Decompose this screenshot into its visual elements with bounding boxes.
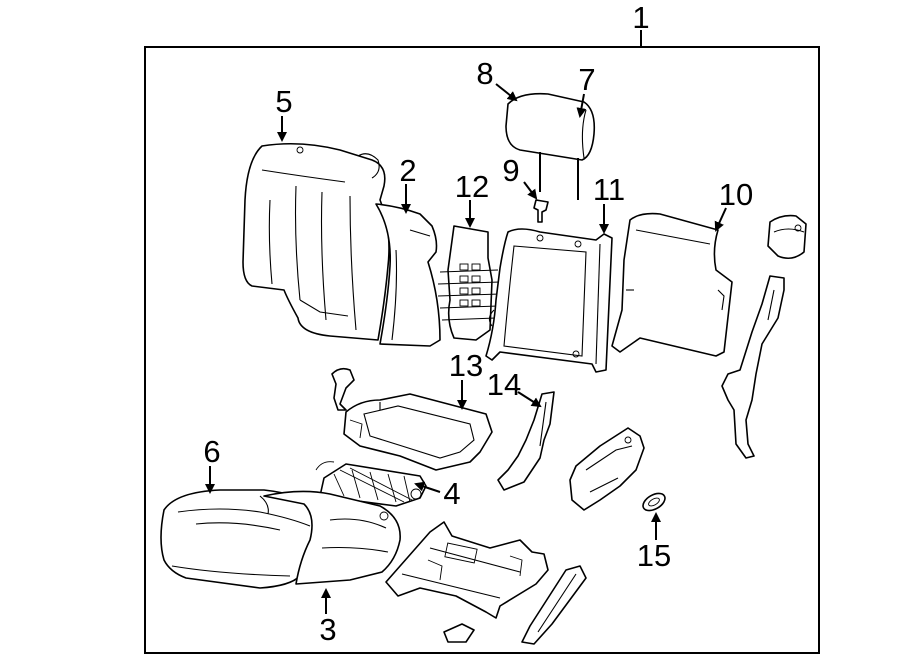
- handle-knob: [331, 367, 355, 411]
- part-11-seatback-frame: [485, 228, 613, 373]
- callout-11: 11: [593, 172, 625, 207]
- callout-14: 14: [487, 367, 521, 402]
- callout-13: 13: [449, 348, 483, 383]
- callout-7: 7: [578, 62, 595, 97]
- part-12-lumbar-support: [437, 225, 501, 341]
- callout-15: 15: [637, 538, 671, 573]
- recliner-latch-bracket: [721, 275, 785, 459]
- callout-1: 1: [632, 0, 649, 35]
- part-4-spring-grid: [315, 461, 427, 507]
- callout-12: 12: [455, 169, 489, 204]
- leader-4: [414, 481, 441, 493]
- part-2-seatback-trim: [375, 203, 441, 347]
- callout-3: 3: [319, 612, 336, 647]
- part-10-back-panel: [611, 212, 733, 357]
- callout-8: 8: [476, 56, 493, 91]
- leader-14: [517, 391, 542, 408]
- leader-9: [523, 181, 538, 200]
- recliner-cover-cap: [767, 214, 807, 260]
- callout-10: 10: [719, 177, 753, 212]
- part-14-side-shield: [497, 391, 555, 491]
- assembly-frame: [144, 46, 820, 654]
- leader-8: [495, 83, 518, 102]
- part-9-headrest-guide: [533, 199, 549, 223]
- seat-adjuster: [385, 521, 549, 619]
- part-15-grommet: [642, 492, 666, 512]
- part-3-cushion-pad: [263, 490, 401, 585]
- part-13-cushion-frame: [343, 393, 493, 471]
- callout-4: 4: [443, 476, 460, 511]
- recliner-cover: [569, 427, 645, 511]
- leader-7: [576, 93, 587, 118]
- part-5-seatback-cushion: [242, 142, 390, 341]
- rail-clip: [443, 623, 475, 643]
- callout-2: 2: [399, 153, 416, 188]
- callout-9: 9: [502, 153, 519, 188]
- callout-6: 6: [203, 434, 220, 469]
- leader-10: [714, 207, 727, 232]
- adjuster-rail: [521, 565, 587, 645]
- callout-5: 5: [275, 84, 292, 119]
